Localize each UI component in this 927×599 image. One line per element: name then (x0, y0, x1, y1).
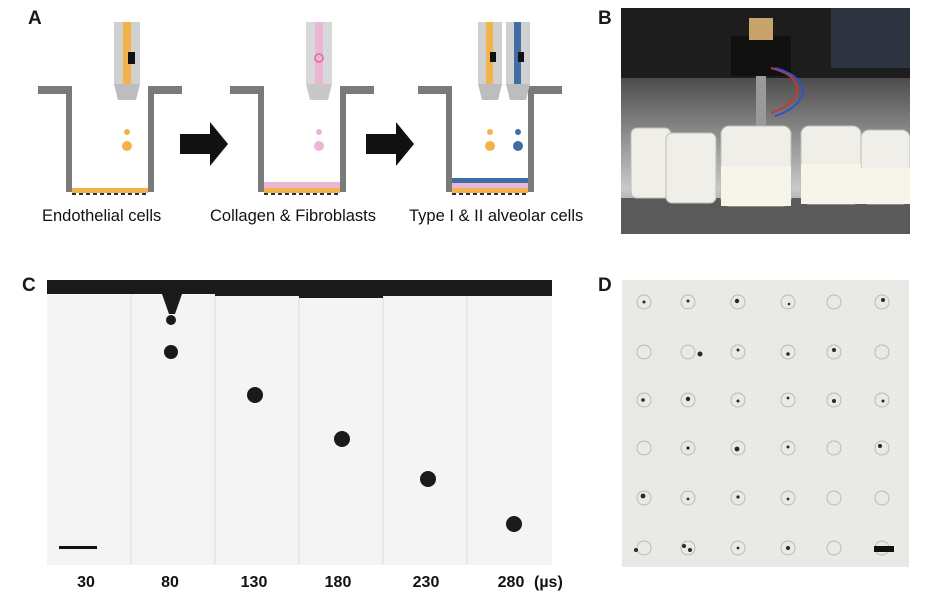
satellite-droplet (166, 315, 176, 325)
well-collagen (230, 86, 374, 195)
ejecting-jet (162, 294, 182, 314)
printer-photo-drawing (621, 8, 910, 234)
time-label-280: 280 (497, 574, 525, 591)
panel-c-label: C (22, 275, 36, 296)
printheads-alveolar (478, 22, 530, 151)
droplet-280 (506, 516, 522, 532)
caption-endothelial: Endothelial cells (42, 207, 162, 225)
printhead-endothelial (114, 22, 140, 151)
printer-photo (621, 8, 910, 234)
time-label-180: 180 (324, 574, 352, 591)
well-alveolar (418, 86, 562, 195)
panel-d-label: D (598, 275, 612, 296)
caption-collagen: Collagen & Fibroblasts (210, 207, 376, 225)
droplet-array-photo (622, 280, 909, 567)
droplet-80 (164, 345, 178, 359)
nozzle-frame-280 (467, 280, 552, 296)
well-endothelial (38, 86, 182, 195)
nozzle-frame-30 (47, 280, 131, 294)
time-label-130: 130 (240, 574, 268, 591)
nozzle-frame-180 (299, 280, 383, 298)
scale-bar (59, 546, 97, 549)
nozzle-frame-80 (131, 280, 215, 294)
scale-bar (874, 546, 894, 552)
arrow-right-icon (366, 122, 414, 166)
panel-a-schematic (38, 22, 562, 195)
caption-alveolar: Type I & II alveolar cells (409, 207, 584, 225)
arrow-right-icon (180, 122, 228, 166)
time-label-80: 80 (161, 574, 179, 591)
panel-a-label: A (28, 8, 42, 29)
panel-b-label: B (598, 8, 612, 29)
time-unit-label: (µs) (534, 574, 563, 591)
droplet-array (634, 294, 894, 556)
droplet-130 (247, 387, 263, 403)
printhead-collagen (306, 22, 332, 151)
droplet-sequence (47, 280, 552, 565)
nozzle-frame-230 (383, 280, 467, 296)
droplet-180 (334, 431, 350, 447)
droplet-230 (420, 471, 436, 487)
time-label-230: 230 (412, 574, 440, 591)
time-label-30: 30 (77, 574, 95, 591)
nozzle-frame-130 (215, 280, 299, 296)
